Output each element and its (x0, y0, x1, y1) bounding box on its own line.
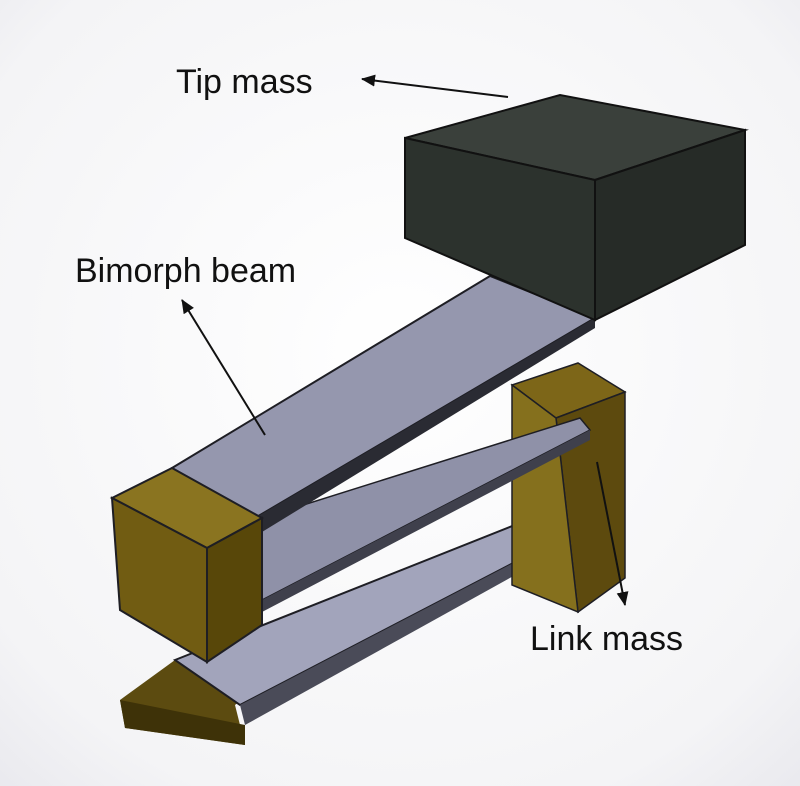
tip-mass-arrow (361, 74, 509, 98)
link-mass-back (510, 362, 627, 614)
bimorph-beam-label: Bimorph beam (75, 252, 296, 290)
tip-mass (404, 93, 749, 322)
link-mass-front (109, 466, 265, 664)
tip-mass-label: Tip mass (176, 63, 313, 101)
bimorph-beam-arrow (181, 299, 266, 436)
link-mass-label: Link mass (530, 620, 683, 658)
link-mass-arrow (596, 461, 629, 606)
